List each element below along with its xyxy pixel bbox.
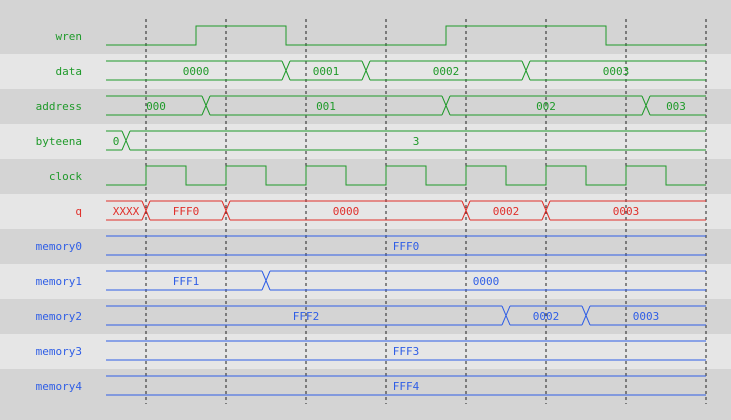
address-value: 002 (536, 100, 556, 113)
data-value: 0003 (603, 65, 630, 78)
waveform-wren (106, 25, 706, 46)
address-value: 001 (316, 100, 336, 113)
address-value: 003 (666, 100, 686, 113)
wren-trace (106, 25, 706, 46)
byteena-value: 0 (113, 135, 120, 148)
q-value: 0003 (613, 205, 640, 218)
waveform-clock (106, 165, 706, 186)
signal-label-memory4: memory4 (36, 380, 83, 393)
memory1-segment (106, 270, 271, 291)
q-value: XXXX (113, 205, 140, 218)
memory2-segment (590, 305, 706, 326)
signal-labels: wren data address byteena clock q memory0 memor… (36, 30, 83, 393)
data-segment (290, 60, 371, 81)
data-segment (370, 60, 531, 81)
waveform-q: XXXX FFF0 0000 0002 0003 (106, 200, 706, 221)
memory0-value: FFF0 (393, 240, 420, 253)
q-segment (150, 200, 231, 221)
data-segment (106, 60, 291, 81)
signal-label-clock: clock (49, 170, 82, 183)
waveform-address: 000 001 002 003 (106, 95, 706, 116)
byteena-segment (106, 130, 131, 151)
signal-label-wren: wren (56, 30, 83, 43)
q-value: 0002 (493, 205, 520, 218)
memory1-value: 0000 (473, 275, 500, 288)
signal-label-q: q (75, 205, 82, 218)
q-value: 0000 (333, 205, 360, 218)
row-bg-wren (0, 19, 731, 54)
q-segment (550, 200, 706, 221)
memory2-value: 0002 (533, 310, 560, 323)
q-segment (470, 200, 551, 221)
waveform-data: 0000 0001 0002 0003 (106, 60, 706, 81)
byteena-segment (130, 130, 706, 151)
memory3-segment (106, 340, 706, 361)
row-bg-memory0 (0, 229, 731, 264)
data-segment (530, 60, 706, 81)
row-bg-memory3 (0, 334, 731, 369)
signal-label-memory3: memory3 (36, 345, 82, 358)
waveform-memory1: FFF1 0000 (106, 270, 706, 291)
memory4-segment (106, 375, 706, 396)
row-bg-memory4 (0, 369, 731, 404)
waveform-memory0: FFF0 (106, 235, 706, 256)
byteena-value: 3 (413, 135, 420, 148)
row-bg-memory2 (0, 299, 731, 334)
signal-label-data: data (56, 65, 83, 78)
memory0-segment (106, 235, 706, 256)
signal-label-memory0: memory0 (36, 240, 82, 253)
memory2-segment (106, 305, 511, 326)
signal-rows (0, 19, 731, 404)
q-value: FFF0 (173, 205, 200, 218)
waveform-memory4: FFF4 (106, 375, 706, 396)
data-value: 0000 (183, 65, 210, 78)
memory3-value: FFF3 (393, 345, 420, 358)
memory2-value: FFF2 (293, 310, 320, 323)
signal-label-address: address (36, 100, 82, 113)
address-segment (450, 95, 651, 116)
data-value: 0001 (313, 65, 340, 78)
signal-label-memory2: memory2 (36, 310, 82, 323)
address-segment (106, 95, 211, 116)
memory4-value: FFF4 (393, 380, 420, 393)
q-segment (106, 200, 151, 221)
address-segment (210, 95, 451, 116)
row-bg-memory1 (0, 264, 731, 299)
memory2-value: 0003 (633, 310, 660, 323)
row-bg-clock (0, 159, 731, 194)
row-bg-q (0, 194, 731, 229)
data-value: 0002 (433, 65, 460, 78)
row-bg-address (0, 89, 731, 124)
q-segment (230, 200, 471, 221)
row-bg-byteena (0, 124, 731, 159)
memory2-segment (510, 305, 591, 326)
clock-trace (106, 165, 706, 186)
address-segment (650, 95, 706, 116)
memory1-segment (270, 270, 706, 291)
waveform-memory2: FFF2 0002 0003 (106, 305, 706, 326)
signal-label-memory1: memory1 (36, 275, 82, 288)
address-value: 000 (146, 100, 166, 113)
waveform-memory3: FFF3 (106, 340, 706, 361)
memory1-value: FFF1 (173, 275, 200, 288)
signal-label-byteena: byteena (36, 135, 82, 148)
